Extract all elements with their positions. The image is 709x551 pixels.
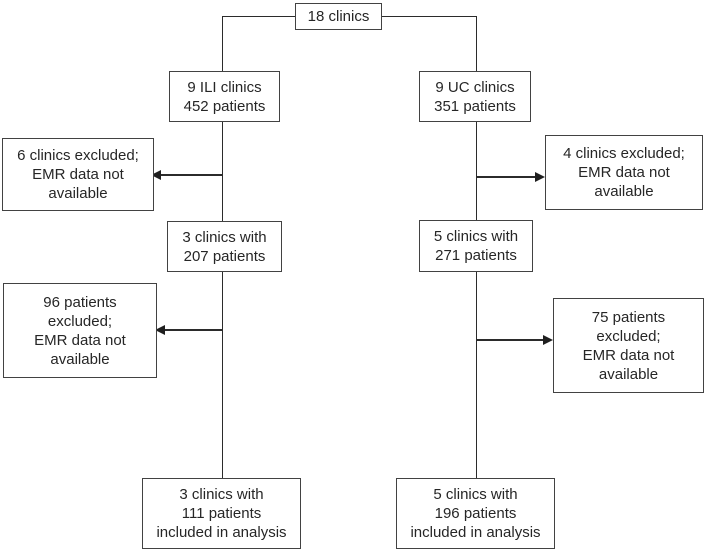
box-ili-clinics-with-emr: 3 clinics with 207 patients: [167, 221, 282, 272]
box-ili-clinics: 9 ILI clinics 452 patients: [169, 71, 280, 122]
box-text-line: available: [594, 183, 654, 200]
box-text-line: 3 clinics with: [179, 486, 264, 503]
box-text-line: excluded;: [596, 327, 661, 345]
box-uc-clinics-excluded: 4 clinics excluded; EMR data not availab…: [545, 135, 703, 210]
connector-ili-down-2: [221, 122, 223, 221]
box-text-line: available: [48, 185, 108, 202]
box-text-line: available: [598, 365, 659, 383]
box-text-line: 18 clinics: [307, 8, 370, 25]
connector-uc-down-2: [475, 122, 477, 220]
arrow-to-uc-clinic-exclusion: [476, 176, 538, 178]
connector-top-to-uc: [381, 15, 476, 17]
box-text-line: 207 patients: [183, 247, 266, 265]
connector-ili-down-3: [221, 272, 223, 478]
arrow-right-icon: [535, 171, 545, 182]
box-total-clinics: 18 clinics: [295, 3, 382, 30]
box-text-line: 351 patients: [434, 97, 516, 115]
box-text-line: available: [50, 350, 110, 368]
box-text-line: EMR data not: [34, 331, 126, 349]
arrow-right-icon: [543, 334, 553, 345]
arrow-to-uc-patient-exclusion: [476, 339, 544, 341]
box-text-line: 5 clinics with: [433, 228, 519, 245]
box-text-line: 452 patients: [183, 97, 266, 115]
box-uc-patients-excluded: 75 patients excluded; EMR data not avail…: [553, 298, 704, 393]
box-uc-clinics-with-emr: 5 clinics with 271 patients: [419, 220, 533, 272]
box-text-line: EMR data not: [32, 166, 124, 183]
box-text-line: 9 ILI clinics: [187, 78, 262, 96]
box-text-line: included in analysis: [410, 524, 541, 541]
box-text-line: 271 patients: [435, 247, 517, 264]
box-text-line: 111 patients: [181, 505, 262, 522]
box-text-line: EMR data not: [582, 346, 675, 364]
arrow-left-icon: [155, 324, 165, 335]
box-text-line: included in analysis: [156, 524, 287, 541]
arrow-to-ili-clinic-exclusion: [160, 174, 222, 176]
box-text-line: 196 patients: [434, 505, 517, 522]
box-text-line: 75 patients: [591, 308, 666, 326]
connector-uc-down-3: [475, 272, 477, 478]
box-text-line: excluded;: [47, 312, 113, 330]
connector-top-to-ili: [222, 15, 296, 17]
box-text-line: 9 UC clinics: [435, 78, 515, 96]
box-ili-included-in-analysis: 3 clinics with 111 patients included in …: [142, 478, 301, 549]
box-ili-patients-excluded: 96 patients excluded; EMR data not avail…: [3, 283, 157, 378]
arrow-left-icon: [151, 169, 161, 180]
box-uc-clinics: 9 UC clinics 351 patients: [419, 71, 531, 122]
arrow-to-ili-patient-exclusion: [164, 329, 222, 331]
box-text-line: 4 clinics excluded;: [563, 145, 685, 162]
box-text-line: 96 patients: [43, 293, 117, 311]
box-text-line: EMR data not: [578, 164, 670, 181]
box-ili-clinics-excluded: 6 clinics excluded; EMR data not availab…: [2, 138, 154, 211]
box-text-line: 3 clinics with: [182, 228, 267, 246]
connector-ili-down-1: [221, 15, 223, 72]
box-text-line: 6 clinics excluded;: [17, 147, 139, 164]
connector-uc-down-1: [475, 15, 477, 72]
box-text-line: 5 clinics with: [433, 486, 518, 503]
box-uc-included-in-analysis: 5 clinics with 196 patients included in …: [396, 478, 555, 549]
